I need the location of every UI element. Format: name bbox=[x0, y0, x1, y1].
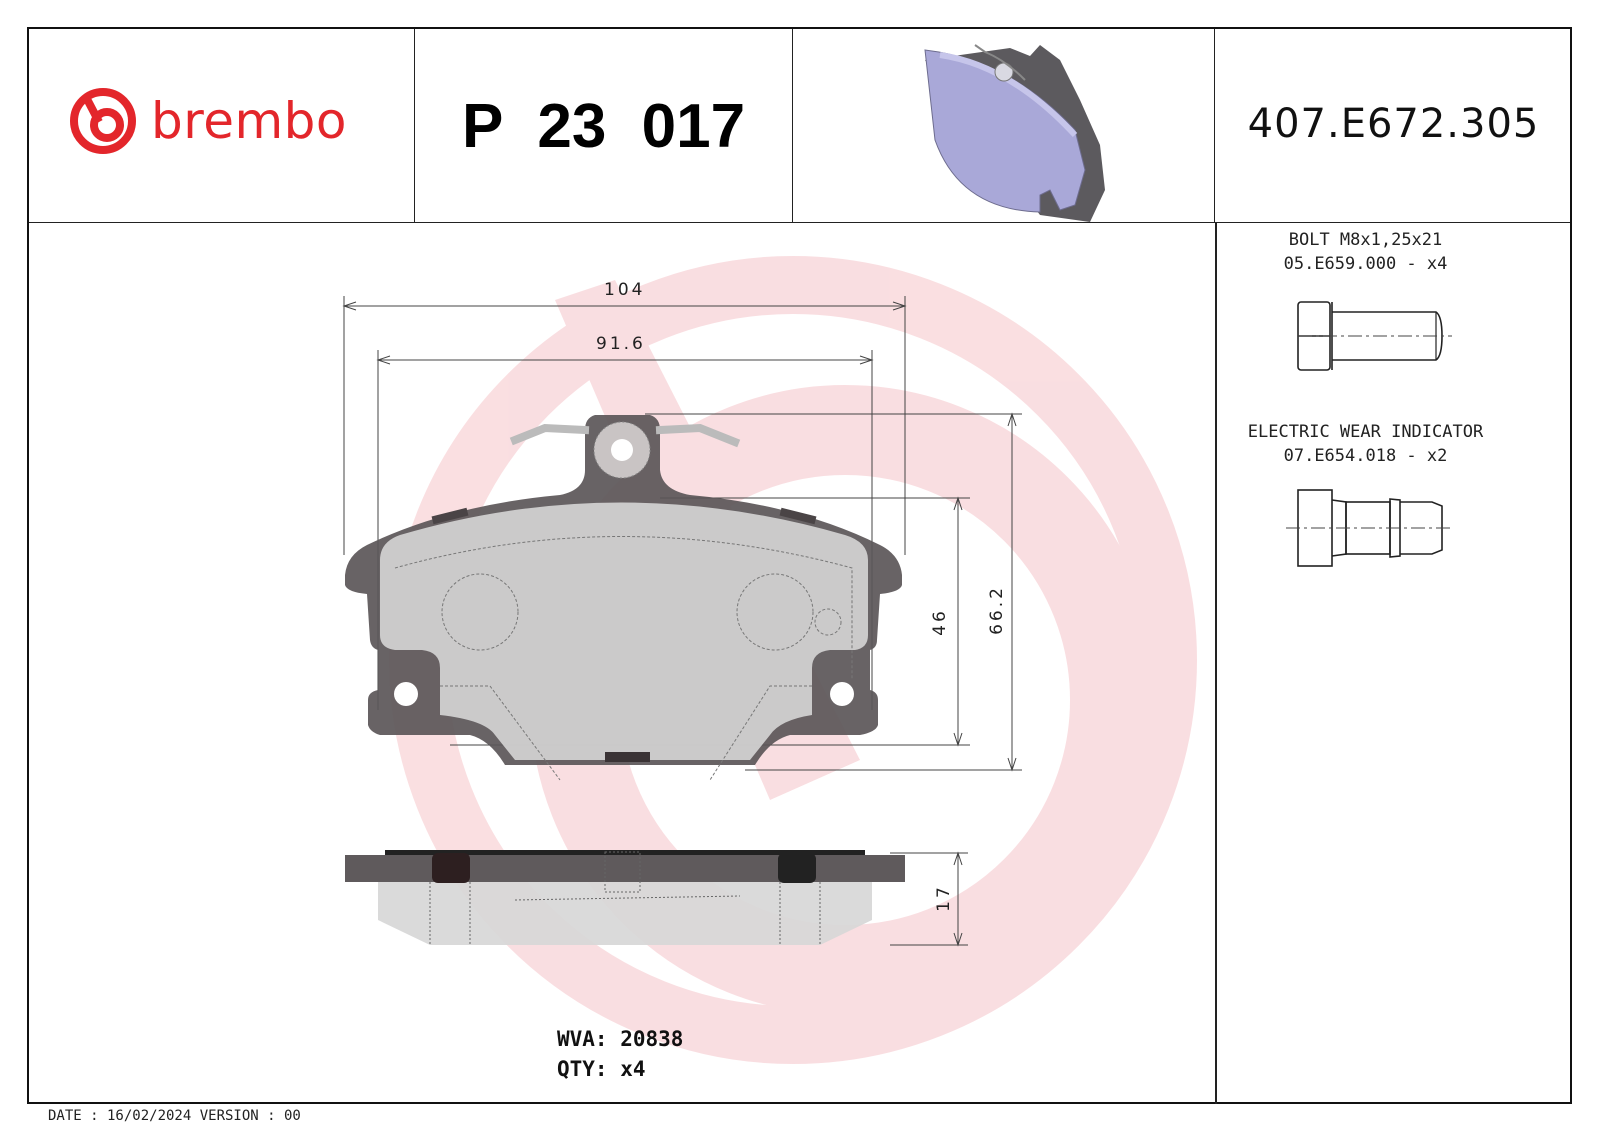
accessory-bolt-code: 05.E659.000 - x4 bbox=[1283, 254, 1448, 274]
reference-cell: 407.E672.305 bbox=[1215, 29, 1572, 222]
wva-value: 20838 bbox=[620, 1027, 684, 1051]
dim-friction-width: 91.6 bbox=[596, 334, 646, 354]
friction-material bbox=[380, 502, 868, 760]
brand-wordmark: brembo bbox=[151, 92, 347, 150]
wear-indicator-icon bbox=[1285, 489, 1454, 567]
accessory-bolt: BOLT M8x1,25x21 05.E659.000 - x4 bbox=[1188, 228, 1543, 387]
qty-label: QTY: bbox=[557, 1057, 608, 1081]
bolt-icon bbox=[1296, 301, 1452, 371]
side-column-divider bbox=[1215, 222, 1217, 1104]
dim-overall-height: 66.2 bbox=[986, 585, 1007, 635]
wva-qty-block: WVA: 20838 QTY: x4 bbox=[557, 1024, 683, 1084]
title-block: brembo P 23 017 407.E672.305 bbox=[29, 29, 1570, 223]
qty-value: x4 bbox=[620, 1057, 646, 1081]
accessory-wear-indicator-code: 07.E654.018 - x2 bbox=[1283, 446, 1448, 466]
product-render-cell bbox=[793, 29, 1215, 222]
drawing-sheet: brembo P 23 017 407.E672.305 bbox=[27, 27, 1572, 1104]
accessory-wear-indicator: ELECTRIC WEAR INDICATOR 07.E654.018 - x2 bbox=[1188, 420, 1543, 579]
brand-cell: brembo bbox=[29, 29, 415, 222]
part-number-cell: P 23 017 bbox=[415, 29, 793, 222]
side-friction bbox=[378, 882, 872, 945]
part-number: P 23 017 bbox=[461, 92, 746, 161]
wva-label: WVA: bbox=[557, 1027, 608, 1051]
brembo-logo: brembo bbox=[69, 87, 347, 155]
reference-code: 407.E672.305 bbox=[1247, 101, 1540, 147]
footer-date-version: DATE : 16/02/2024 VERSION : 00 bbox=[48, 1108, 301, 1124]
dim-thickness: 17 bbox=[933, 884, 954, 912]
accessory-bolt-name: BOLT M8x1,25x21 bbox=[1288, 230, 1443, 250]
brembo-logo-icon bbox=[70, 88, 136, 154]
dim-friction-height: 46 bbox=[929, 608, 950, 636]
pad-3d-render-icon bbox=[924, 44, 1105, 222]
dim-overall-width: 104 bbox=[604, 280, 646, 300]
accessory-wear-indicator-name: ELECTRIC WEAR INDICATOR bbox=[1247, 422, 1484, 442]
